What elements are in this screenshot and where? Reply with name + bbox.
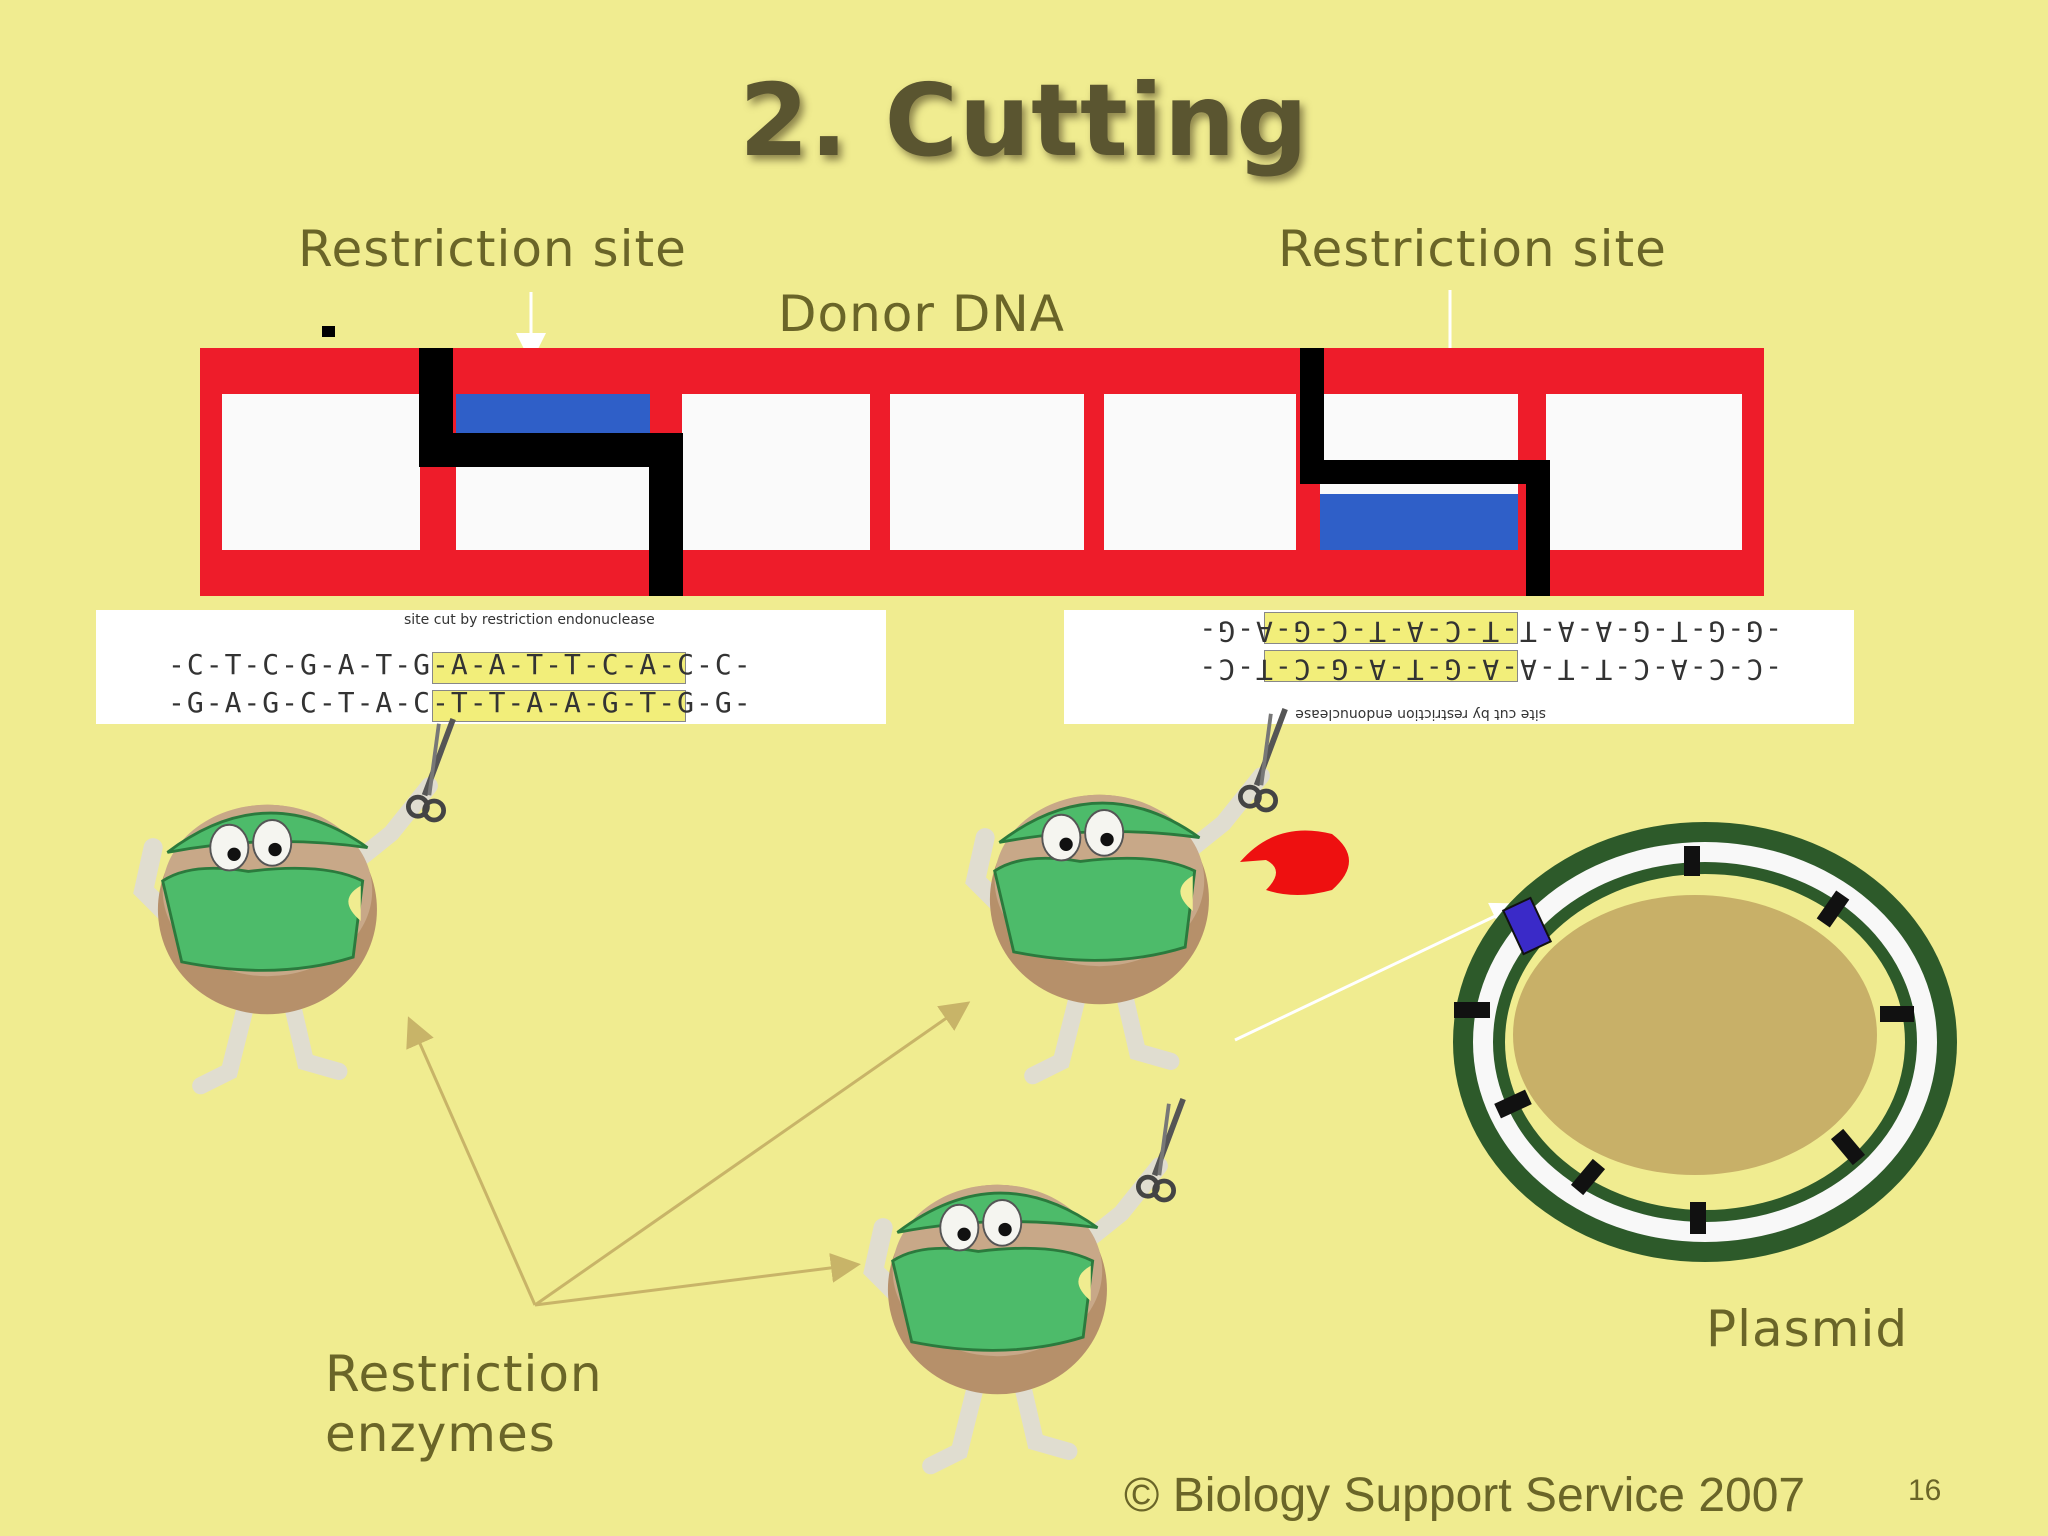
cut-line-left xyxy=(419,348,683,596)
arrow-plasmid-site xyxy=(1234,902,1522,1042)
sequence-left-top: -C-T-C-G-A-T-G-A-A-T-T-C-A-C-C- xyxy=(168,648,753,681)
sequence-strip-left: site cut by restriction endonuclease -C-… xyxy=(96,610,886,724)
recognition-box-left-bottom xyxy=(432,690,686,722)
restriction-enzyme-character-3 xyxy=(836,1080,1216,1480)
restriction-enzymes-label-line2: enzymes xyxy=(325,1405,556,1463)
sequence-left-caption: site cut by restriction endonuclease xyxy=(404,612,655,628)
page-number: 16 xyxy=(1908,1474,1942,1507)
plasmid-label: Plasmid xyxy=(1706,1300,1909,1358)
restriction-enzymes-label-line1: Restriction xyxy=(325,1345,603,1403)
cut-fragment xyxy=(1240,830,1349,895)
sequence-left-bottom: -G-A-G-C-T-A-C-T-T-A-A-G-T-G-G- xyxy=(168,686,753,719)
marker-dot xyxy=(322,326,335,337)
donor-dna-strand xyxy=(200,348,1764,596)
sequence-right-top: -C-C-A-C-T-T-A-A-G-T-A-G-C-T-C- xyxy=(1197,653,1782,686)
plasmid-restriction-site xyxy=(1501,896,1553,956)
plasmid-interior xyxy=(1513,895,1877,1175)
plasmid-diagram xyxy=(1453,822,1957,1262)
restriction-segment-right xyxy=(1320,494,1518,550)
arrow-enzyme-1 xyxy=(406,1016,537,1306)
slide-title: 2. Cutting xyxy=(739,62,1309,179)
sequence-right-bottom: -G-G-T-G-A-A-T-T-C-A-T-C-G-A-G- xyxy=(1197,615,1782,648)
recognition-box-left-top xyxy=(432,652,686,684)
copyright-footer: © Biology Support Service 2007 xyxy=(1124,1469,1806,1522)
arrow-enzyme-2 xyxy=(534,1001,971,1307)
restriction-enzyme-character-1 xyxy=(106,700,486,1100)
cut-line-right xyxy=(1300,348,1550,596)
donor-dna-label: Donor DNA xyxy=(778,285,1065,343)
arrow-enzyme-3 xyxy=(534,1252,861,1307)
restriction-site-label-left: Restriction site xyxy=(298,220,687,278)
restriction-site-label-right: Restriction site xyxy=(1278,220,1667,278)
